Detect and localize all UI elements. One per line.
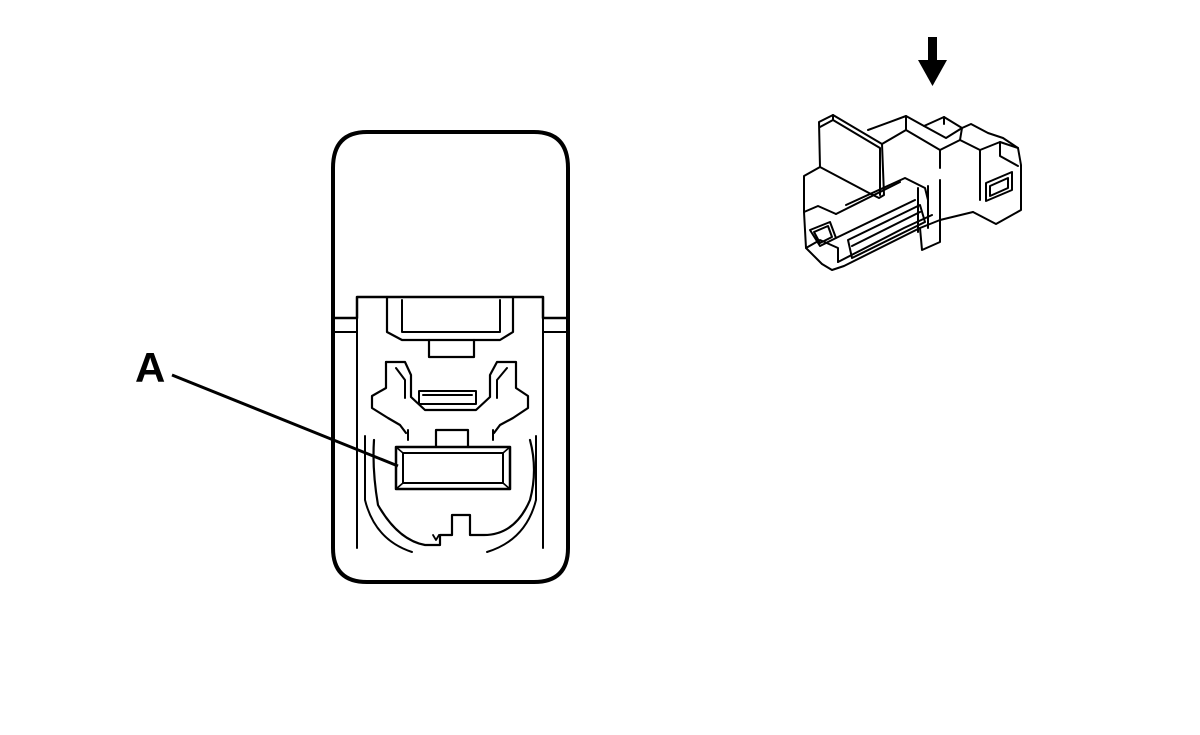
terminal-a (394, 445, 512, 491)
down-arrow-icon (918, 37, 947, 86)
connector-terminal-tab (434, 428, 470, 449)
connector-body-front (803, 166, 974, 271)
callout-a-leader-line (171, 373, 399, 468)
connector-housing-outline (331, 130, 570, 584)
connector-key-slot (418, 390, 477, 405)
callout-a-label: A (135, 344, 165, 391)
connector-isometric-view (803, 114, 1022, 271)
connector-lock-lever (818, 114, 885, 199)
connector-upper-cavity (331, 295, 570, 320)
connector-terminal-cavity (372, 438, 536, 547)
callout-a: A (135, 344, 399, 468)
connector-key-region (384, 360, 530, 435)
connector-side-window (985, 171, 1013, 202)
connector-latch-block (385, 295, 515, 342)
connector-face-view (331, 130, 570, 584)
